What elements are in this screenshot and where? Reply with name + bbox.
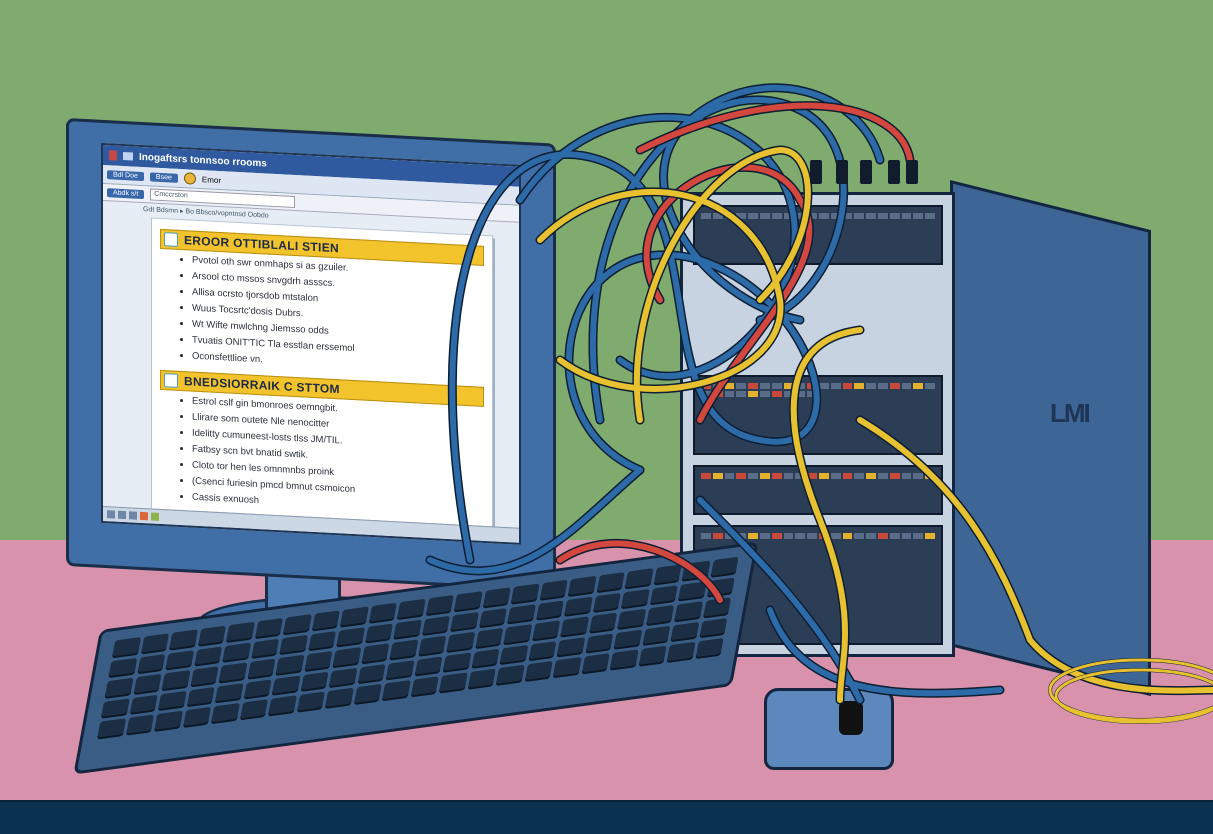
router-device (764, 688, 894, 770)
tower-logo: LMI (1050, 398, 1091, 428)
floor-strip (0, 800, 1213, 834)
